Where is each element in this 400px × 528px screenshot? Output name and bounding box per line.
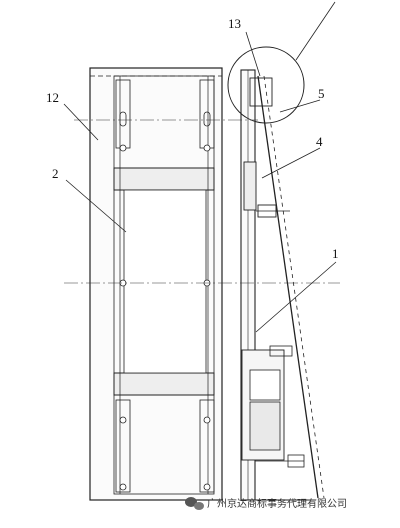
lower-left-plate: [115, 399, 131, 493]
label-5: 5: [318, 86, 325, 101]
watermark-text: 广州京达商标事务代理有限公司: [207, 497, 347, 510]
inclined-panel-dashed: [263, 75, 325, 499]
center-lines: [64, 119, 340, 284]
label-13: 13: [228, 16, 241, 31]
slot-upper-right: [203, 111, 211, 127]
detail-leader: [295, 1, 336, 61]
callouts: 1 2 4 5 12 13: [46, 16, 339, 261]
lower-right-plate: [199, 399, 215, 493]
label-1: 1: [332, 246, 339, 261]
detail-circle: [227, 46, 305, 124]
side-upper-bracket: [249, 77, 273, 107]
bolts: [119, 144, 211, 491]
label-2: 2: [52, 166, 59, 181]
slot-upper-left: [119, 111, 127, 127]
bottom-cross-beam: [113, 372, 215, 396]
watermark: 广州京达商标事务代理有限公司: [185, 497, 347, 510]
central-panel: [123, 189, 207, 374]
inclined-panel: [257, 75, 319, 499]
top-cross-beam: [113, 167, 215, 191]
front-view: [89, 67, 223, 501]
side-clamp-low-1: [269, 345, 293, 357]
wechat-icon: [185, 497, 204, 510]
label-12: 12: [46, 90, 59, 105]
label-4: 4: [316, 134, 323, 149]
side-member-4: [243, 161, 257, 211]
side-view: [240, 69, 325, 501]
leader-lines: [63, 31, 337, 333]
